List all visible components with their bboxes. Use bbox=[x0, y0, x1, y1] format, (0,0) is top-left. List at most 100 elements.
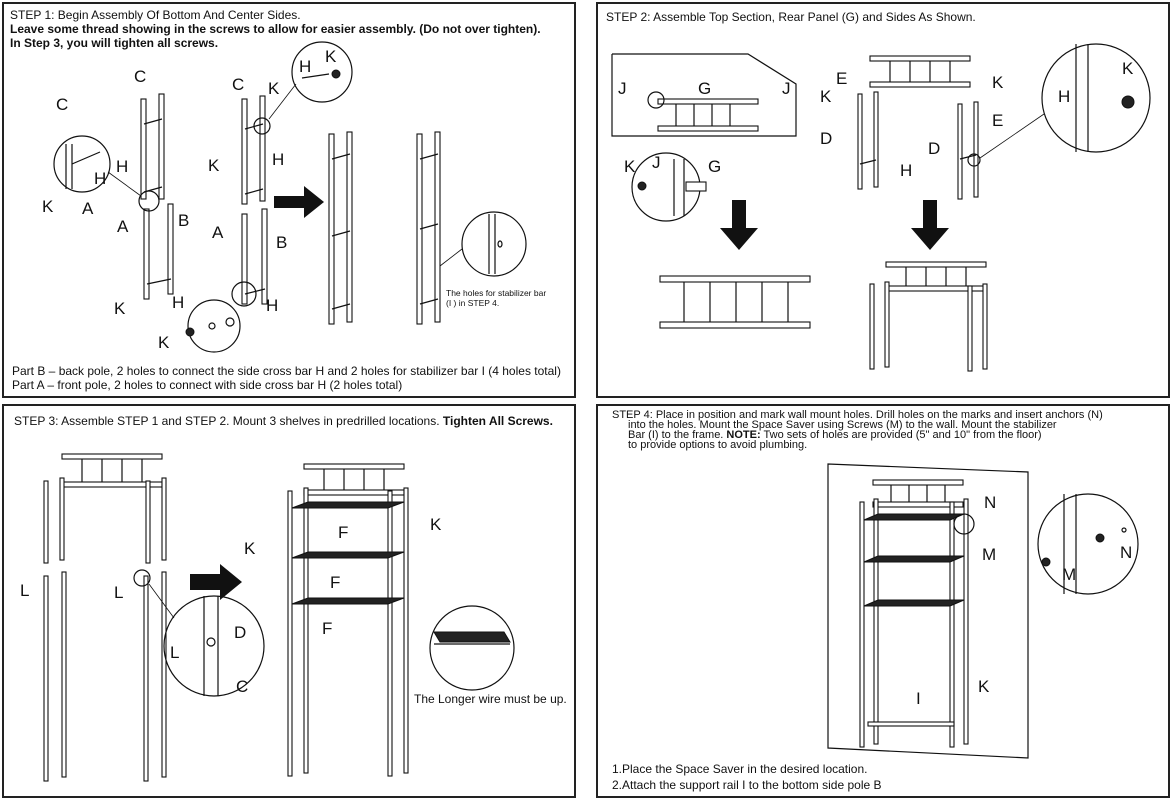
step2-assembled-rear bbox=[659, 275, 811, 329]
step4-line3: Bar (I) to the frame. NOTE: Two sets of … bbox=[628, 429, 1042, 441]
step2-label: D bbox=[928, 139, 940, 158]
step4-letter-labels: N M M N I K bbox=[916, 493, 1132, 708]
step3-arrow bbox=[190, 564, 242, 600]
step3-label: K bbox=[244, 539, 256, 558]
step3-label: K bbox=[430, 515, 442, 534]
step2-letter-labels: J G J K J G E K K D H E D H K bbox=[618, 59, 1134, 180]
step3-label: F bbox=[338, 523, 348, 542]
step2-label: G bbox=[708, 157, 721, 176]
step1-label: K bbox=[42, 197, 54, 216]
step2-rear-panel bbox=[647, 91, 759, 132]
step1-arrow bbox=[274, 186, 324, 218]
step4-label: K bbox=[978, 677, 990, 696]
step1-label: K bbox=[158, 333, 170, 352]
step1-stabilizer-note-2: (I ) in STEP 4. bbox=[446, 298, 500, 308]
step1-label: A bbox=[82, 199, 94, 218]
step1-label: K bbox=[268, 79, 280, 98]
step2-label: K bbox=[820, 87, 832, 106]
step3-label: L bbox=[20, 581, 29, 600]
step1-label: H bbox=[272, 150, 284, 169]
step2-assembled-frame bbox=[869, 261, 988, 372]
step4-line2: into the holes. Mount the Space Saver us… bbox=[628, 419, 1057, 431]
step3-label: F bbox=[330, 573, 340, 592]
step3-heading: STEP 3: Assemble STEP 1 and STEP 2. Moun… bbox=[14, 414, 553, 428]
step2-arrow-right bbox=[911, 200, 949, 250]
step2-heading: STEP 2: Assemble Top Section, Rear Panel… bbox=[606, 10, 976, 24]
step4-line1: STEP 4: Place in position and mark wall … bbox=[612, 409, 1103, 421]
step3-heading-bold: Tighten All Screws. bbox=[442, 414, 553, 428]
step2-label: H bbox=[1058, 87, 1070, 106]
step2-label: K bbox=[1122, 59, 1134, 78]
step3-letter-labels: L L D L C K K F F F bbox=[20, 515, 442, 696]
step2-label: H bbox=[900, 161, 912, 180]
step1-letter-labels: C C K H K C H K H H K A A B A B K H H K bbox=[42, 47, 337, 352]
step4-line3-text: Bar (I) to the frame. bbox=[628, 429, 727, 441]
step3-label: L bbox=[114, 583, 123, 602]
step3-label: C bbox=[236, 677, 248, 696]
step3-heading-text: STEP 3: Assemble STEP 1 and STEP 2. Moun… bbox=[14, 414, 443, 428]
step1-label: B bbox=[276, 233, 287, 252]
step1-assembled-side bbox=[328, 131, 353, 325]
step1-label: A bbox=[117, 217, 129, 236]
step1-label: H bbox=[266, 296, 278, 315]
step3-label: D bbox=[234, 623, 246, 642]
step3-panel: STEP 3: Assemble STEP 1 and STEP 2. Moun… bbox=[2, 404, 576, 798]
step1-label: K bbox=[114, 299, 126, 318]
step3-wire-note: The Longer wire must be up. bbox=[414, 692, 567, 706]
step2-label: K bbox=[624, 157, 636, 176]
step1-warning: Leave some thread showing in the screws … bbox=[10, 22, 541, 36]
step2-label: K bbox=[992, 73, 1004, 92]
step4-label: M bbox=[1062, 565, 1076, 584]
step4-label: M bbox=[982, 545, 996, 564]
step4-label: I bbox=[916, 689, 921, 708]
step1-heading: STEP 1: Begin Assembly Of Bottom And Cen… bbox=[10, 8, 301, 22]
step4-note-label: NOTE: bbox=[726, 429, 761, 441]
step4-instruction-1: 1.Place the Space Saver in the desired l… bbox=[612, 762, 868, 776]
step3-assembled bbox=[287, 463, 515, 777]
step3-exploded bbox=[43, 453, 265, 782]
step1-diagram: C C K H K C H K H H K A A B A B K H H K bbox=[42, 41, 527, 353]
step4-label: N bbox=[984, 493, 996, 512]
step1-label: A bbox=[212, 223, 224, 242]
step2-diagram: J G J K J G E K K D H E D H K bbox=[611, 43, 1151, 372]
step1-label: C bbox=[232, 75, 244, 94]
step1-stabilizer-note-1: The holes for stabilizer bar bbox=[446, 288, 547, 298]
step2-arrow-left bbox=[720, 200, 758, 250]
step2-label: J bbox=[618, 79, 627, 98]
step1-label: K bbox=[325, 47, 337, 66]
step1-left-assembly bbox=[53, 93, 174, 300]
step2-inset-box bbox=[611, 53, 797, 137]
step2-panel: STEP 2: Assemble Top Section, Rear Panel… bbox=[596, 2, 1170, 398]
step4-diagram: N M M N I K bbox=[827, 463, 1139, 759]
step3-label: L bbox=[170, 643, 179, 662]
step1-label: B bbox=[178, 211, 189, 230]
step1-label: H bbox=[94, 169, 106, 188]
step4-wall bbox=[827, 463, 1029, 759]
step2-label: G bbox=[698, 79, 711, 98]
step1-center-assembly bbox=[185, 41, 353, 353]
step3-diagram: L L D L C K K F F F bbox=[20, 453, 515, 782]
step4-instruction-2: 2.Attach the support rail I to the botto… bbox=[612, 778, 882, 792]
step4-panel: STEP 4: Place in position and mark wall … bbox=[596, 404, 1170, 798]
step1-label: K bbox=[208, 156, 220, 175]
step1-part-b: Part B – back pole, 2 holes to connect t… bbox=[12, 364, 561, 378]
step1-label: H bbox=[299, 57, 311, 76]
step1-label: C bbox=[134, 67, 146, 86]
step1-note: In Step 3, you will tighten all screws. bbox=[10, 36, 219, 50]
step2-label: J bbox=[782, 79, 791, 98]
step1-label: C bbox=[56, 95, 68, 114]
step2-label: E bbox=[836, 69, 847, 88]
step4-shelf-unit bbox=[859, 479, 975, 748]
step3-label: F bbox=[322, 619, 332, 638]
step4-label: N bbox=[1120, 543, 1132, 562]
step2-label: J bbox=[652, 153, 661, 172]
step2-label: D bbox=[820, 129, 832, 148]
step2-label: E bbox=[992, 111, 1003, 130]
step4-line4: to provide options to avoid plumbing. bbox=[628, 439, 808, 451]
step1-label: H bbox=[116, 157, 128, 176]
step1-label: H bbox=[172, 293, 184, 312]
step1-part-a: Part A – front pole, 2 holes to connect … bbox=[12, 378, 403, 392]
step4-line3-rest: Two sets of holes are provided (5" and 1… bbox=[760, 429, 1042, 441]
step1-panel: STEP 1: Begin Assembly Of Bottom And Cen… bbox=[2, 2, 576, 398]
step2-top-section bbox=[857, 43, 1151, 200]
